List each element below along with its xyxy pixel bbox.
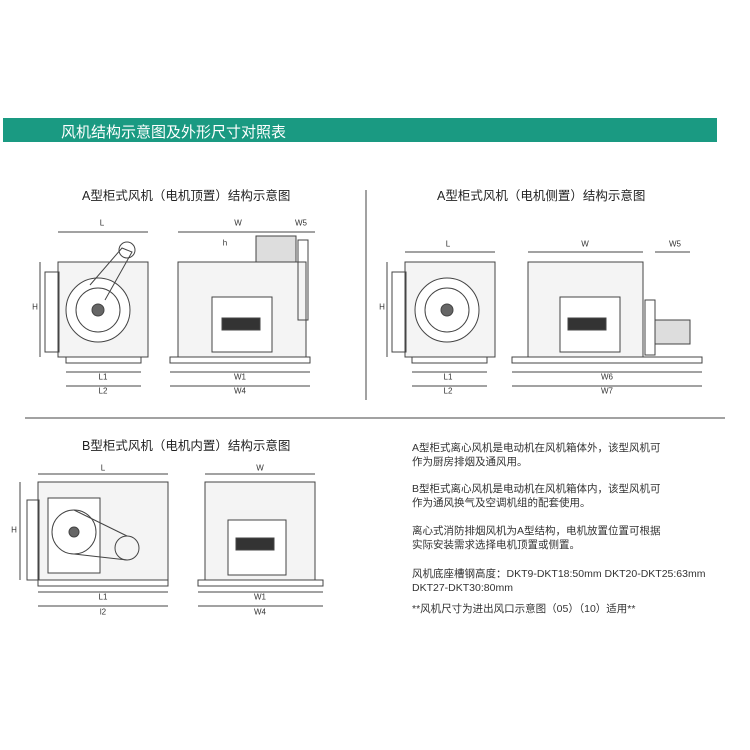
b-side-view xyxy=(19,473,169,607)
note-fire-exhaust: 离心式消防排烟风机为A型结构，电机放置位置可根据实际安装需求选择电机顶置或侧置。 xyxy=(412,525,661,551)
dim-label-W1: W1 xyxy=(234,372,246,382)
dim-label-W4: W4 xyxy=(254,607,266,617)
dim-label-h: h xyxy=(222,238,228,248)
dim-label-H: H xyxy=(11,525,17,535)
dim-label-L2: L2 xyxy=(443,386,453,396)
dim-label-L: L xyxy=(445,239,451,249)
dim-label-H: H xyxy=(379,302,385,312)
section-banner: 风机结构示意图及外形尺寸对照表 xyxy=(3,118,717,142)
dim-label-L1: L1 xyxy=(98,372,108,382)
note-base-channel-height: 风机底座槽钢高度：DKT9-DKT18:50mm DKT20-DKT25:63m… xyxy=(412,568,706,594)
dim-label-L1: L1 xyxy=(443,372,453,382)
note-a-type: A型柜式离心风机是电动机在风机箱体外，该型风机可作为厨房排烟及通风用。 xyxy=(412,442,661,468)
b-front-view xyxy=(197,473,324,607)
section-title: 风机结构示意图及外形尺寸对照表 xyxy=(61,124,287,141)
dim-label-W1: W1 xyxy=(254,592,266,602)
dim-label-L2: L2 xyxy=(98,386,108,396)
dim-label-L: L xyxy=(100,463,106,473)
dim-label-L1: L1 xyxy=(98,592,108,602)
dim-label-L: L xyxy=(99,218,105,228)
dim-label-W: W xyxy=(256,463,264,473)
dim-label-W5: W5 xyxy=(295,218,307,228)
dim-label-l2: l2 xyxy=(99,607,107,617)
dim-label-W6: W6 xyxy=(601,372,613,382)
note-b-type: B型柜式离心风机是电动机在风机箱体内，该型风机可作为通风换气及空调机组的配套使用… xyxy=(412,483,661,509)
dim-label-W: W xyxy=(234,218,242,228)
dim-label-H: H xyxy=(32,302,38,312)
a-side-front-view xyxy=(511,251,703,387)
dim-label-W4: W4 xyxy=(234,386,246,396)
a-top-side-view xyxy=(39,231,149,387)
dim-label-W7: W7 xyxy=(601,386,613,396)
a-top-front-view xyxy=(169,231,315,387)
note-applicability: **风机尺寸为进出风口示意图（05）（10）适用** xyxy=(412,603,636,615)
a-side-side-view xyxy=(386,251,496,387)
dim-label-W5: W5 xyxy=(669,239,681,249)
diagram-a-side-title: A型柜式风机（电机侧置）结构示意图 xyxy=(437,189,646,203)
diagram-a-top-title: A型柜式风机（电机顶置）结构示意图 xyxy=(82,189,291,203)
dim-label-W: W xyxy=(581,239,589,249)
diagram-b-title: B型柜式风机（电机内置）结构示意图 xyxy=(82,439,291,453)
